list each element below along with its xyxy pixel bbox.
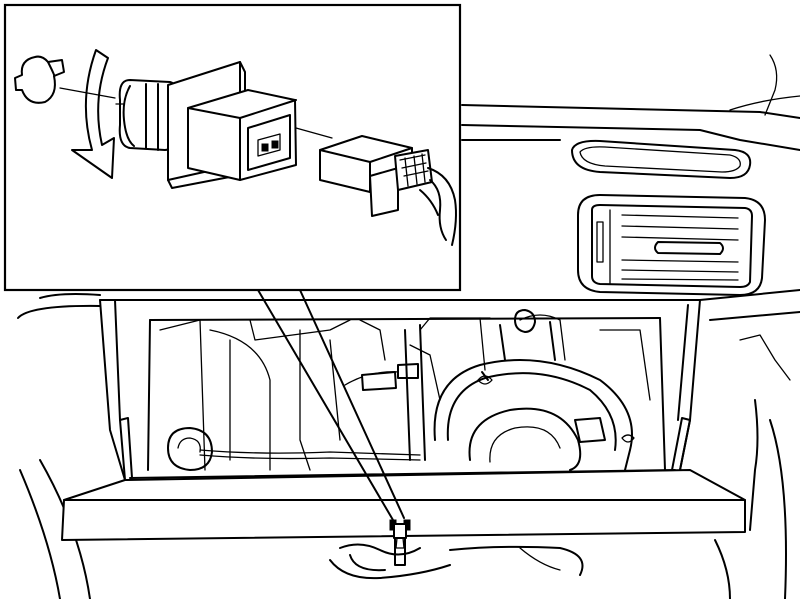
defrost-slot (571, 139, 752, 179)
resistor-component (115, 61, 297, 189)
lower-wiring (329, 534, 584, 580)
locating-tab (389, 519, 411, 549)
inset-detail-box (3, 3, 462, 292)
wiring-connector (319, 135, 457, 246)
glove-box-opening (99, 299, 701, 481)
glove-box-lid (61, 417, 746, 541)
blower-motor (433, 309, 635, 471)
air-vent (577, 194, 766, 296)
rotation-arrow (71, 49, 115, 179)
callout-leaders (257, 289, 405, 521)
clip-part (14, 55, 65, 104)
